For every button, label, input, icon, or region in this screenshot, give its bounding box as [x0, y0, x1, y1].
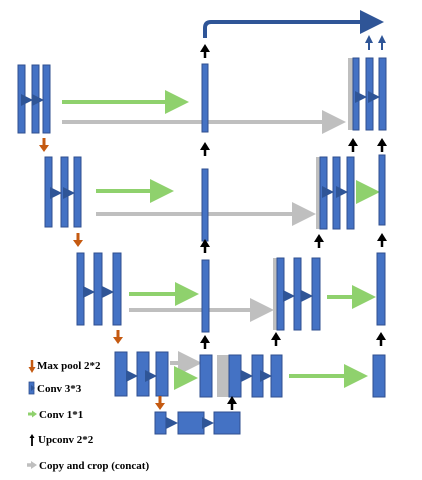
feature-map [201, 63, 209, 133]
feature-map [376, 252, 386, 326]
legend-label: Conv 1*1 [39, 409, 83, 421]
max-pool-arrow-icon [28, 360, 36, 373]
feature-map [155, 351, 169, 397]
legend-item-upconv: Upconv 2*2 [29, 434, 94, 446]
encoder-level-2 [44, 156, 82, 228]
conv1x1-arrow-icon [28, 410, 37, 418]
feature-map [73, 156, 82, 228]
encoder-level-4 [114, 351, 169, 397]
upconv-arrow [200, 335, 210, 349]
feature-map [346, 156, 355, 230]
feature-map [136, 351, 150, 397]
legend-item-max-pool: Max pool 2*2 [28, 360, 101, 373]
feature-map [311, 257, 321, 331]
feature-map [44, 156, 53, 228]
upconv-arrow [271, 332, 281, 346]
legend-label: Upconv 2*2 [38, 434, 94, 446]
output-arrow [365, 35, 386, 50]
upconv-arrow [200, 239, 210, 253]
legend-item-copy-crop: Copy and crop (concat) [27, 460, 149, 472]
feature-map [93, 252, 103, 326]
max-pool-arrow [39, 138, 49, 152]
upconv-arrow [200, 142, 210, 156]
feature-map [114, 351, 128, 397]
concat-map [316, 157, 321, 229]
max-pool-arrow [155, 396, 165, 410]
legend-label: Conv 3*3 [37, 383, 82, 395]
feature-map [112, 252, 122, 326]
feature-map [42, 64, 51, 134]
encoder-level-1 [17, 64, 51, 134]
decoder-level-2 [316, 154, 386, 230]
bottleneck [154, 411, 241, 435]
legend: Max pool 2*2 Conv 3*3 Conv 1*1 Upconv 2*… [27, 360, 149, 472]
concat-map [348, 58, 354, 130]
upconv-arrow [377, 138, 387, 152]
feature-map [228, 354, 242, 398]
conv-arrow-icon [28, 381, 35, 395]
legend-item-conv1x1: Conv 1*1 [28, 409, 83, 421]
feature-map [154, 411, 167, 435]
feature-map [352, 57, 360, 131]
feature-map [378, 154, 386, 226]
concat-map [273, 258, 278, 330]
feature-map [201, 259, 210, 333]
top-skip-arrow [203, 10, 384, 38]
feature-map [201, 168, 209, 242]
feature-map [293, 257, 302, 331]
feature-map [276, 257, 285, 331]
feature-map [372, 354, 386, 398]
max-pool-arrow [73, 233, 83, 247]
feature-map [177, 411, 205, 435]
feature-map [365, 57, 374, 131]
upconv-arrow-icon [29, 434, 35, 446]
legend-label: Max pool 2*2 [37, 360, 101, 372]
feature-map [270, 354, 283, 398]
upconv-arrow [348, 138, 358, 152]
upconv-arrow [200, 44, 210, 58]
feature-map [213, 411, 241, 435]
max-pool-arrow [113, 330, 123, 344]
feature-map [31, 64, 40, 134]
decoder-level-1 [348, 35, 387, 131]
concat-map [217, 355, 229, 397]
feature-map [17, 64, 26, 134]
upconv-arrow [377, 233, 387, 247]
feature-map [199, 354, 213, 398]
legend-label: Copy and crop (concat) [39, 460, 149, 472]
legend-item-conv: Conv 3*3 [28, 381, 82, 395]
feature-map [251, 354, 264, 398]
upconv-arrow [314, 234, 324, 248]
feature-map [332, 156, 341, 230]
upconv-arrow [376, 332, 386, 346]
feature-map [76, 252, 85, 326]
decoder-level-4 [217, 354, 386, 398]
encoder-level-3 [76, 252, 122, 326]
decoder-level-3 [273, 252, 386, 331]
copy-crop-arrow-icon [27, 461, 37, 469]
feature-map [319, 156, 328, 230]
feature-map [60, 156, 69, 228]
upconv-arrow [227, 396, 237, 410]
feature-map [378, 57, 387, 131]
